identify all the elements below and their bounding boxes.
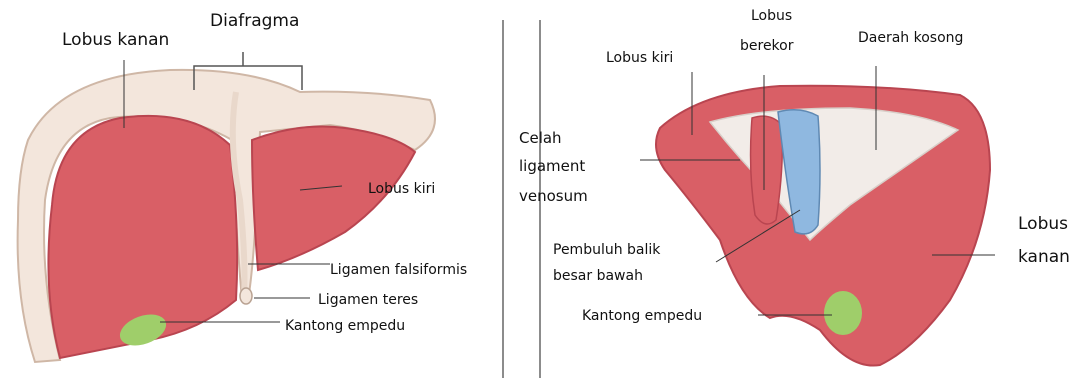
middle-label-celah-3: venosum — [519, 188, 588, 205]
back-label-kantong-empedu: Kantong empedu — [582, 308, 702, 324]
back-label-pembuluh-1: Pembuluh balik — [553, 242, 660, 258]
front-label-ligamen-falsiformis: Ligamen falsiformis — [330, 262, 467, 278]
front-label-lobus-kanan: Lobus kanan — [62, 31, 169, 51]
back-label-lobus-kanan-1: Lobus — [1018, 215, 1068, 235]
back-label-lobus-berekor-2: berekor — [740, 38, 794, 54]
middle-label-celah-1: Celah — [519, 130, 562, 147]
back-label-pembuluh-2: besar bawah — [553, 268, 643, 284]
front-label-ligamen-teres: Ligamen teres — [318, 292, 418, 308]
middle-label-celah-2: ligament — [519, 158, 585, 175]
back-label-lobus-kanan-2: kanan — [1018, 248, 1070, 268]
ligamen-teres — [240, 288, 252, 304]
back-label-lobus-kiri: Lobus kiri — [606, 50, 673, 66]
front-label-kantong-empedu: Kantong empedu — [285, 318, 405, 334]
front-label-lobus-kiri: Lobus kiri — [368, 181, 435, 197]
front-left-lobe — [252, 127, 415, 271]
front-label-diafragma: Diafragma — [210, 12, 299, 32]
back-view-liver — [656, 86, 990, 366]
back-gallbladder — [824, 291, 862, 335]
front-view-liver — [18, 52, 435, 362]
back-label-daerah-kosong: Daerah kosong — [858, 30, 963, 46]
back-label-lobus-berekor-1: Lobus — [751, 8, 792, 24]
caudate-lobe — [751, 116, 783, 224]
